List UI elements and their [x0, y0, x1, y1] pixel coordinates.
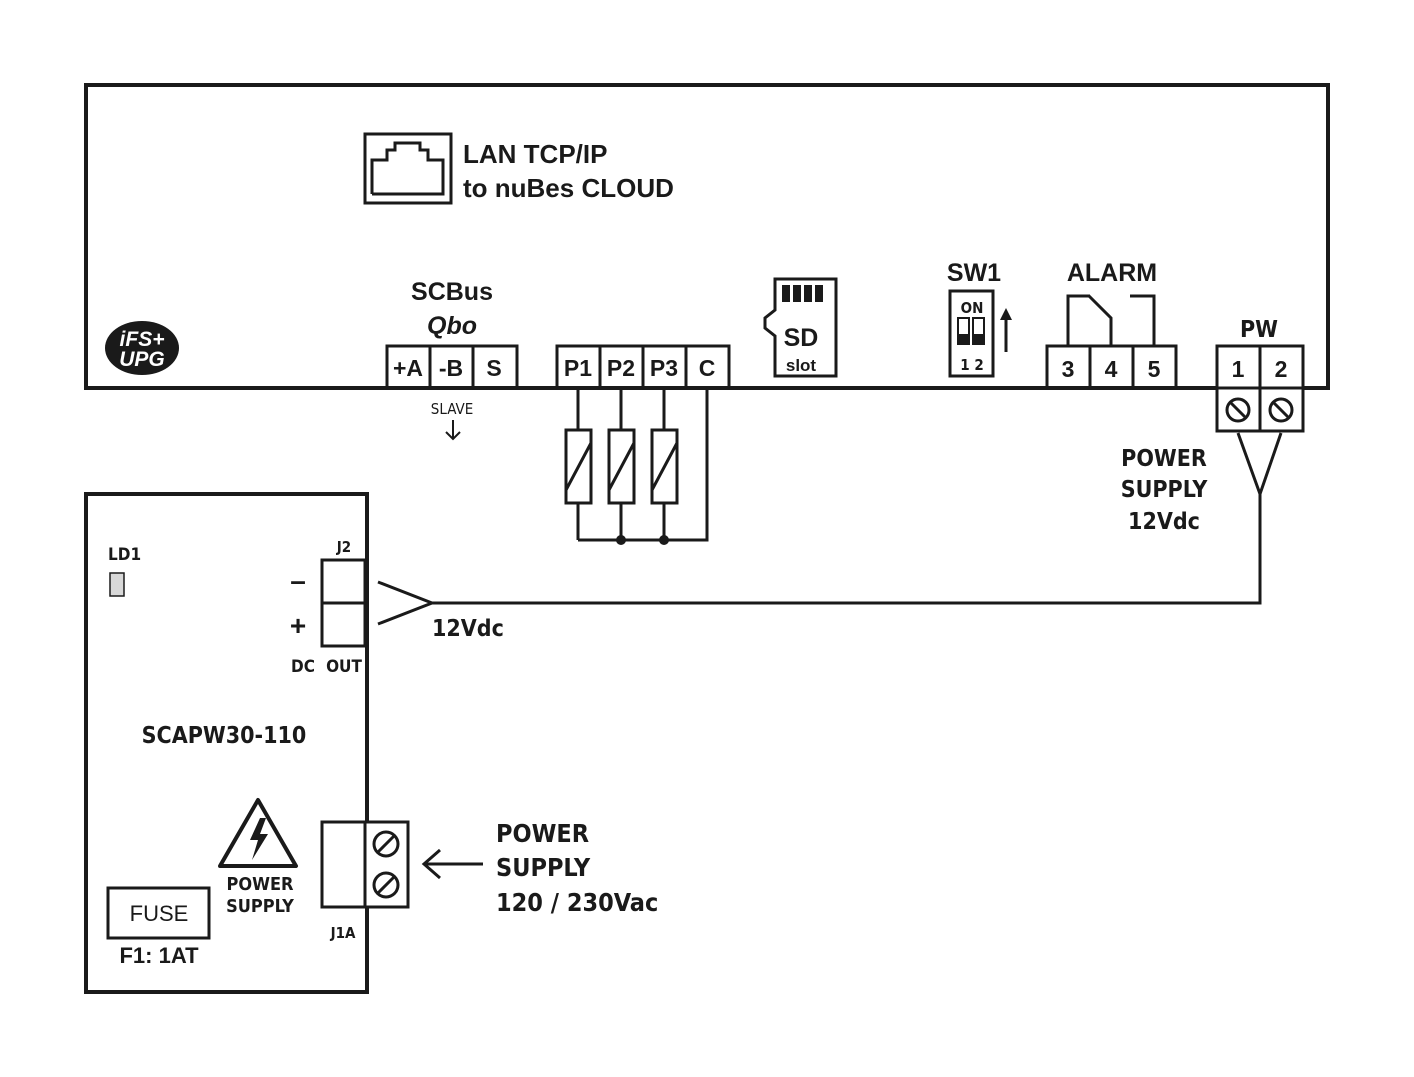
warning-line1: POWER: [226, 874, 294, 895]
pw-supply-line3: 12Vdc: [1128, 509, 1200, 535]
sd-card-icon: [763, 277, 838, 378]
fuse-box: [106, 886, 211, 940]
led-label: LD1: [108, 545, 141, 565]
alarm-title: ALARM: [1067, 259, 1157, 287]
j2-plus: +: [290, 610, 306, 641]
probe-terminal-p3: P3: [650, 355, 678, 381]
logo-line2: UPG: [119, 348, 165, 371]
pw-title: PW: [1240, 317, 1278, 343]
wire-label: 12Vdc: [432, 616, 504, 642]
sw1-up-arrow-icon: [1000, 308, 1012, 352]
pw-terminal-block: 1 2: [1215, 344, 1305, 433]
alarm-relay-contact: [1066, 294, 1156, 346]
j2-connector: [320, 558, 367, 648]
mains-line1: POWER: [496, 819, 589, 848]
scbus-terminal-a: +A: [393, 355, 423, 381]
logo-line1: iFS+: [120, 328, 165, 351]
slave-arrow-icon: [445, 420, 461, 441]
sd-label: SD: [784, 324, 819, 352]
lan-label-line1: LAN TCP/IP: [463, 139, 607, 169]
controller-housing: [84, 83, 1330, 390]
lan-label-line2: to nuBes CLOUD: [463, 173, 674, 203]
pw-supply-line2: SUPPLY: [1121, 477, 1209, 503]
mains-line2: SUPPLY: [496, 853, 591, 882]
model-label: SCAPW30-110: [142, 723, 307, 749]
probe-terminal-p2: P2: [607, 355, 635, 381]
j2-label: J2: [336, 538, 351, 556]
dc-wire: [377, 432, 1283, 626]
sw1-on-label: ON: [961, 299, 984, 317]
scbus-terminal-b: -B: [439, 355, 463, 381]
pw-screw-2-icon: [1268, 397, 1294, 423]
slave-label: SLAVE: [431, 400, 473, 418]
j2-minus: –: [290, 565, 306, 596]
probe-sensors: [564, 388, 709, 545]
sd-sublabel: slot: [786, 356, 817, 375]
high-voltage-warning-icon: [218, 798, 298, 868]
pw-supply-line1: POWER: [1121, 446, 1207, 472]
dc-label: DC: [291, 657, 315, 677]
fuse-rating: F1: 1AT: [119, 943, 199, 968]
j1a-connector: [320, 820, 410, 909]
probe-terminal-p1: P1: [564, 355, 592, 381]
j1a-screw-1-icon: [372, 830, 400, 858]
j1a-screw-2-icon: [372, 871, 400, 899]
probe-terminal-c: C: [699, 355, 716, 381]
scbus-terminal-s: S: [486, 355, 501, 381]
j1a-label: J1A: [330, 924, 356, 942]
alarm-terminal-4: 4: [1105, 356, 1118, 382]
sw1-title: SW1: [947, 259, 1001, 287]
alarm-terminal-block: 3 4 5: [1045, 344, 1178, 390]
scbus-title: SCBus: [411, 278, 493, 306]
scbus-terminal-block: +A -B S: [385, 344, 519, 390]
mains-arrow-icon: [421, 848, 483, 880]
sw1-numbers: 1 2: [960, 356, 983, 374]
ifs-upg-logo: iFS+ UPG: [105, 321, 179, 375]
lan-port-icon: [363, 132, 453, 205]
pw-screw-1-icon: [1225, 397, 1251, 423]
out-label: OUT: [326, 657, 362, 677]
pw-terminal-1: 1: [1232, 356, 1245, 382]
mains-line3: 120 / 230Vac: [496, 888, 658, 917]
fuse-label: FUSE: [130, 901, 189, 926]
sw1-dip-switch: ON 1 2: [948, 289, 995, 378]
alarm-terminal-5: 5: [1148, 356, 1161, 382]
pw-terminal-2: 2: [1275, 356, 1288, 382]
power-module-housing: [84, 492, 369, 994]
led-ld1: [109, 572, 125, 597]
probe-terminal-block: P1 P2 P3 C: [555, 344, 731, 390]
scbus-subtitle: Qbo: [427, 312, 477, 340]
warning-line2: SUPPLY: [226, 896, 294, 917]
alarm-terminal-3: 3: [1062, 356, 1075, 382]
